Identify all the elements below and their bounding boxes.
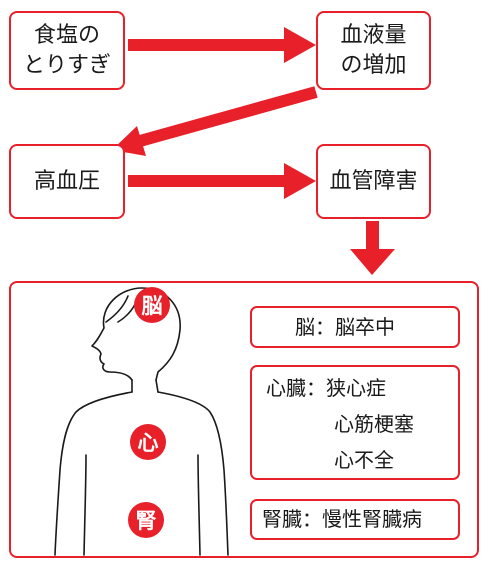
arrow-volume-to-hypertension bbox=[138, 86, 318, 147]
heart-disease-text-3: 心不全 bbox=[334, 448, 394, 472]
arrow-vascular-to-organs bbox=[366, 221, 379, 253]
salt-intake-box: 食塩の とりすぎ bbox=[9, 11, 125, 90]
kidney-badge: 腎 bbox=[128, 502, 164, 538]
arrow-salt-to-volume bbox=[128, 39, 288, 51]
brain-label-box bbox=[250, 306, 460, 348]
salt-intake-label: 食塩の とりすぎ bbox=[22, 22, 111, 78]
kidney-disease-text: 腎臓：慢性腎臓病 bbox=[262, 507, 422, 531]
brain-badge: 脳 bbox=[134, 287, 170, 323]
blood-volume-box: 血液量 の増加 bbox=[316, 11, 431, 90]
arrow-hypertension-to-vascular bbox=[128, 175, 288, 187]
arrow-head bbox=[284, 27, 316, 63]
hypertension-box: 高血圧 bbox=[9, 144, 125, 219]
heart-disease-text-2: 心筋梗塞 bbox=[334, 412, 414, 436]
vascular-damage-label: 血管障害 bbox=[329, 168, 418, 194]
vascular-damage-box: 血管障害 bbox=[316, 144, 431, 219]
arrow-head bbox=[284, 163, 316, 199]
blood-volume-label: 血液量 の増加 bbox=[340, 22, 407, 78]
hypertension-label: 高血圧 bbox=[33, 168, 100, 194]
heart-badge: 心 bbox=[130, 424, 166, 460]
heart-disease-text: 心臓：狭心症 bbox=[266, 376, 386, 400]
heart-label-box bbox=[250, 365, 460, 480]
arrow-head bbox=[350, 249, 395, 275]
brain-disease-text: 脳：脳卒中 bbox=[295, 315, 395, 339]
kidney-label-box bbox=[250, 499, 460, 540]
